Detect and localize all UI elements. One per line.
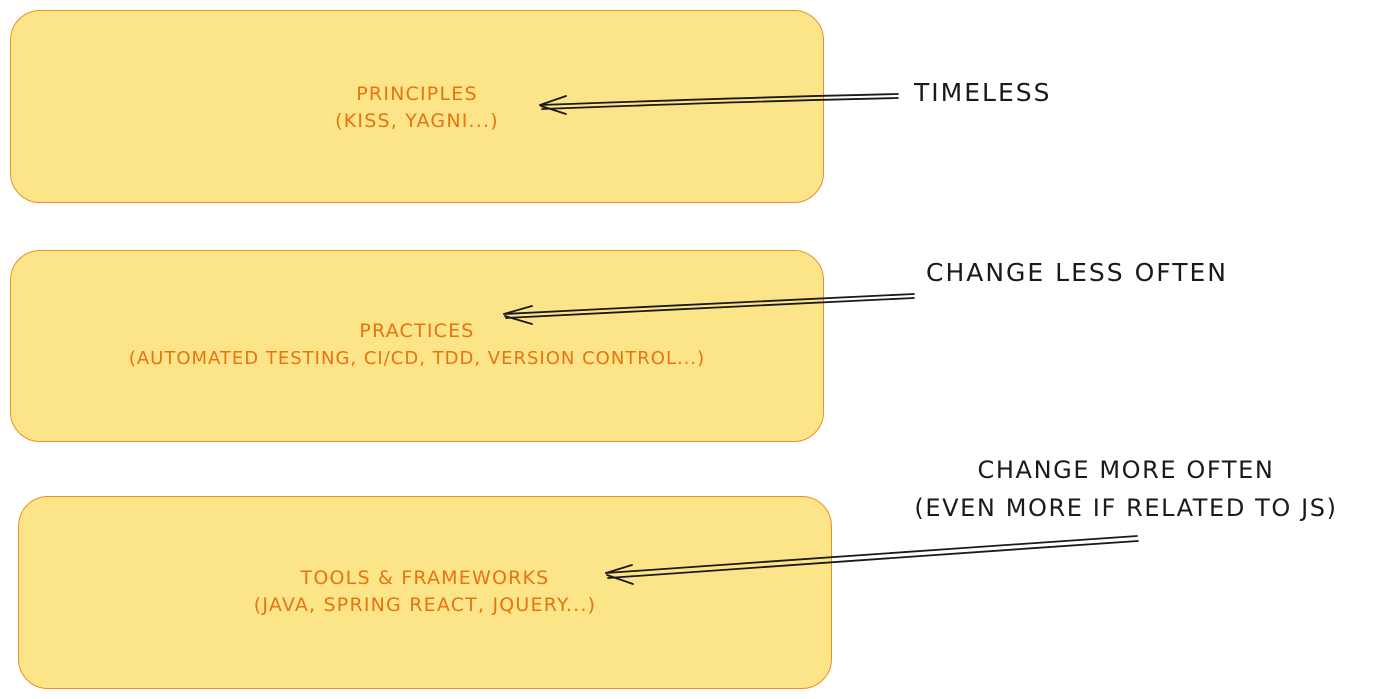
practices-box: PRACTICES (AUTOMATED TESTING, CI/CD, TDD…: [10, 250, 824, 442]
principles-title: PRINCIPLES: [356, 83, 478, 105]
annotation-timeless-line-1: TIMELESS: [914, 78, 1052, 107]
practices-label: PRACTICES (AUTOMATED TESTING, CI/CD, TDD…: [11, 318, 823, 372]
practices-title: PRACTICES: [359, 320, 475, 342]
tools-frameworks-box: TOOLS & FRAMEWORKS (JAVA, SPRING REACT, …: [18, 496, 832, 689]
tools-frameworks-title: TOOLS & FRAMEWORKS: [300, 567, 550, 589]
principles-box: PRINCIPLES (KISS, YAGNI...): [10, 10, 824, 203]
annotation-change-more-often-line-1: CHANGE MORE OFTEN: [977, 456, 1275, 484]
practices-subtitle: (AUTOMATED TESTING, CI/CD, TDD, VERSION …: [128, 348, 706, 369]
annotation-change-more-often: CHANGE MORE OFTEN (EVEN MORE IF RELATED …: [858, 451, 1394, 527]
principles-label: PRINCIPLES (KISS, YAGNI...): [11, 81, 823, 135]
principles-subtitle: (KISS, YAGNI...): [335, 110, 499, 132]
annotation-change-less-often: CHANGE LESS OFTEN: [926, 254, 1228, 292]
tools-frameworks-label: TOOLS & FRAMEWORKS (JAVA, SPRING REACT, …: [19, 565, 831, 619]
annotation-timeless: TIMELESS: [914, 74, 1051, 112]
annotation-change-less-often-line-1: CHANGE LESS OFTEN: [926, 258, 1228, 287]
annotation-change-more-often-line-2: (EVEN MORE IF RELATED TO JS): [914, 494, 1338, 522]
tools-frameworks-subtitle: (JAVA, SPRING REACT, JQUERY...): [253, 594, 597, 616]
